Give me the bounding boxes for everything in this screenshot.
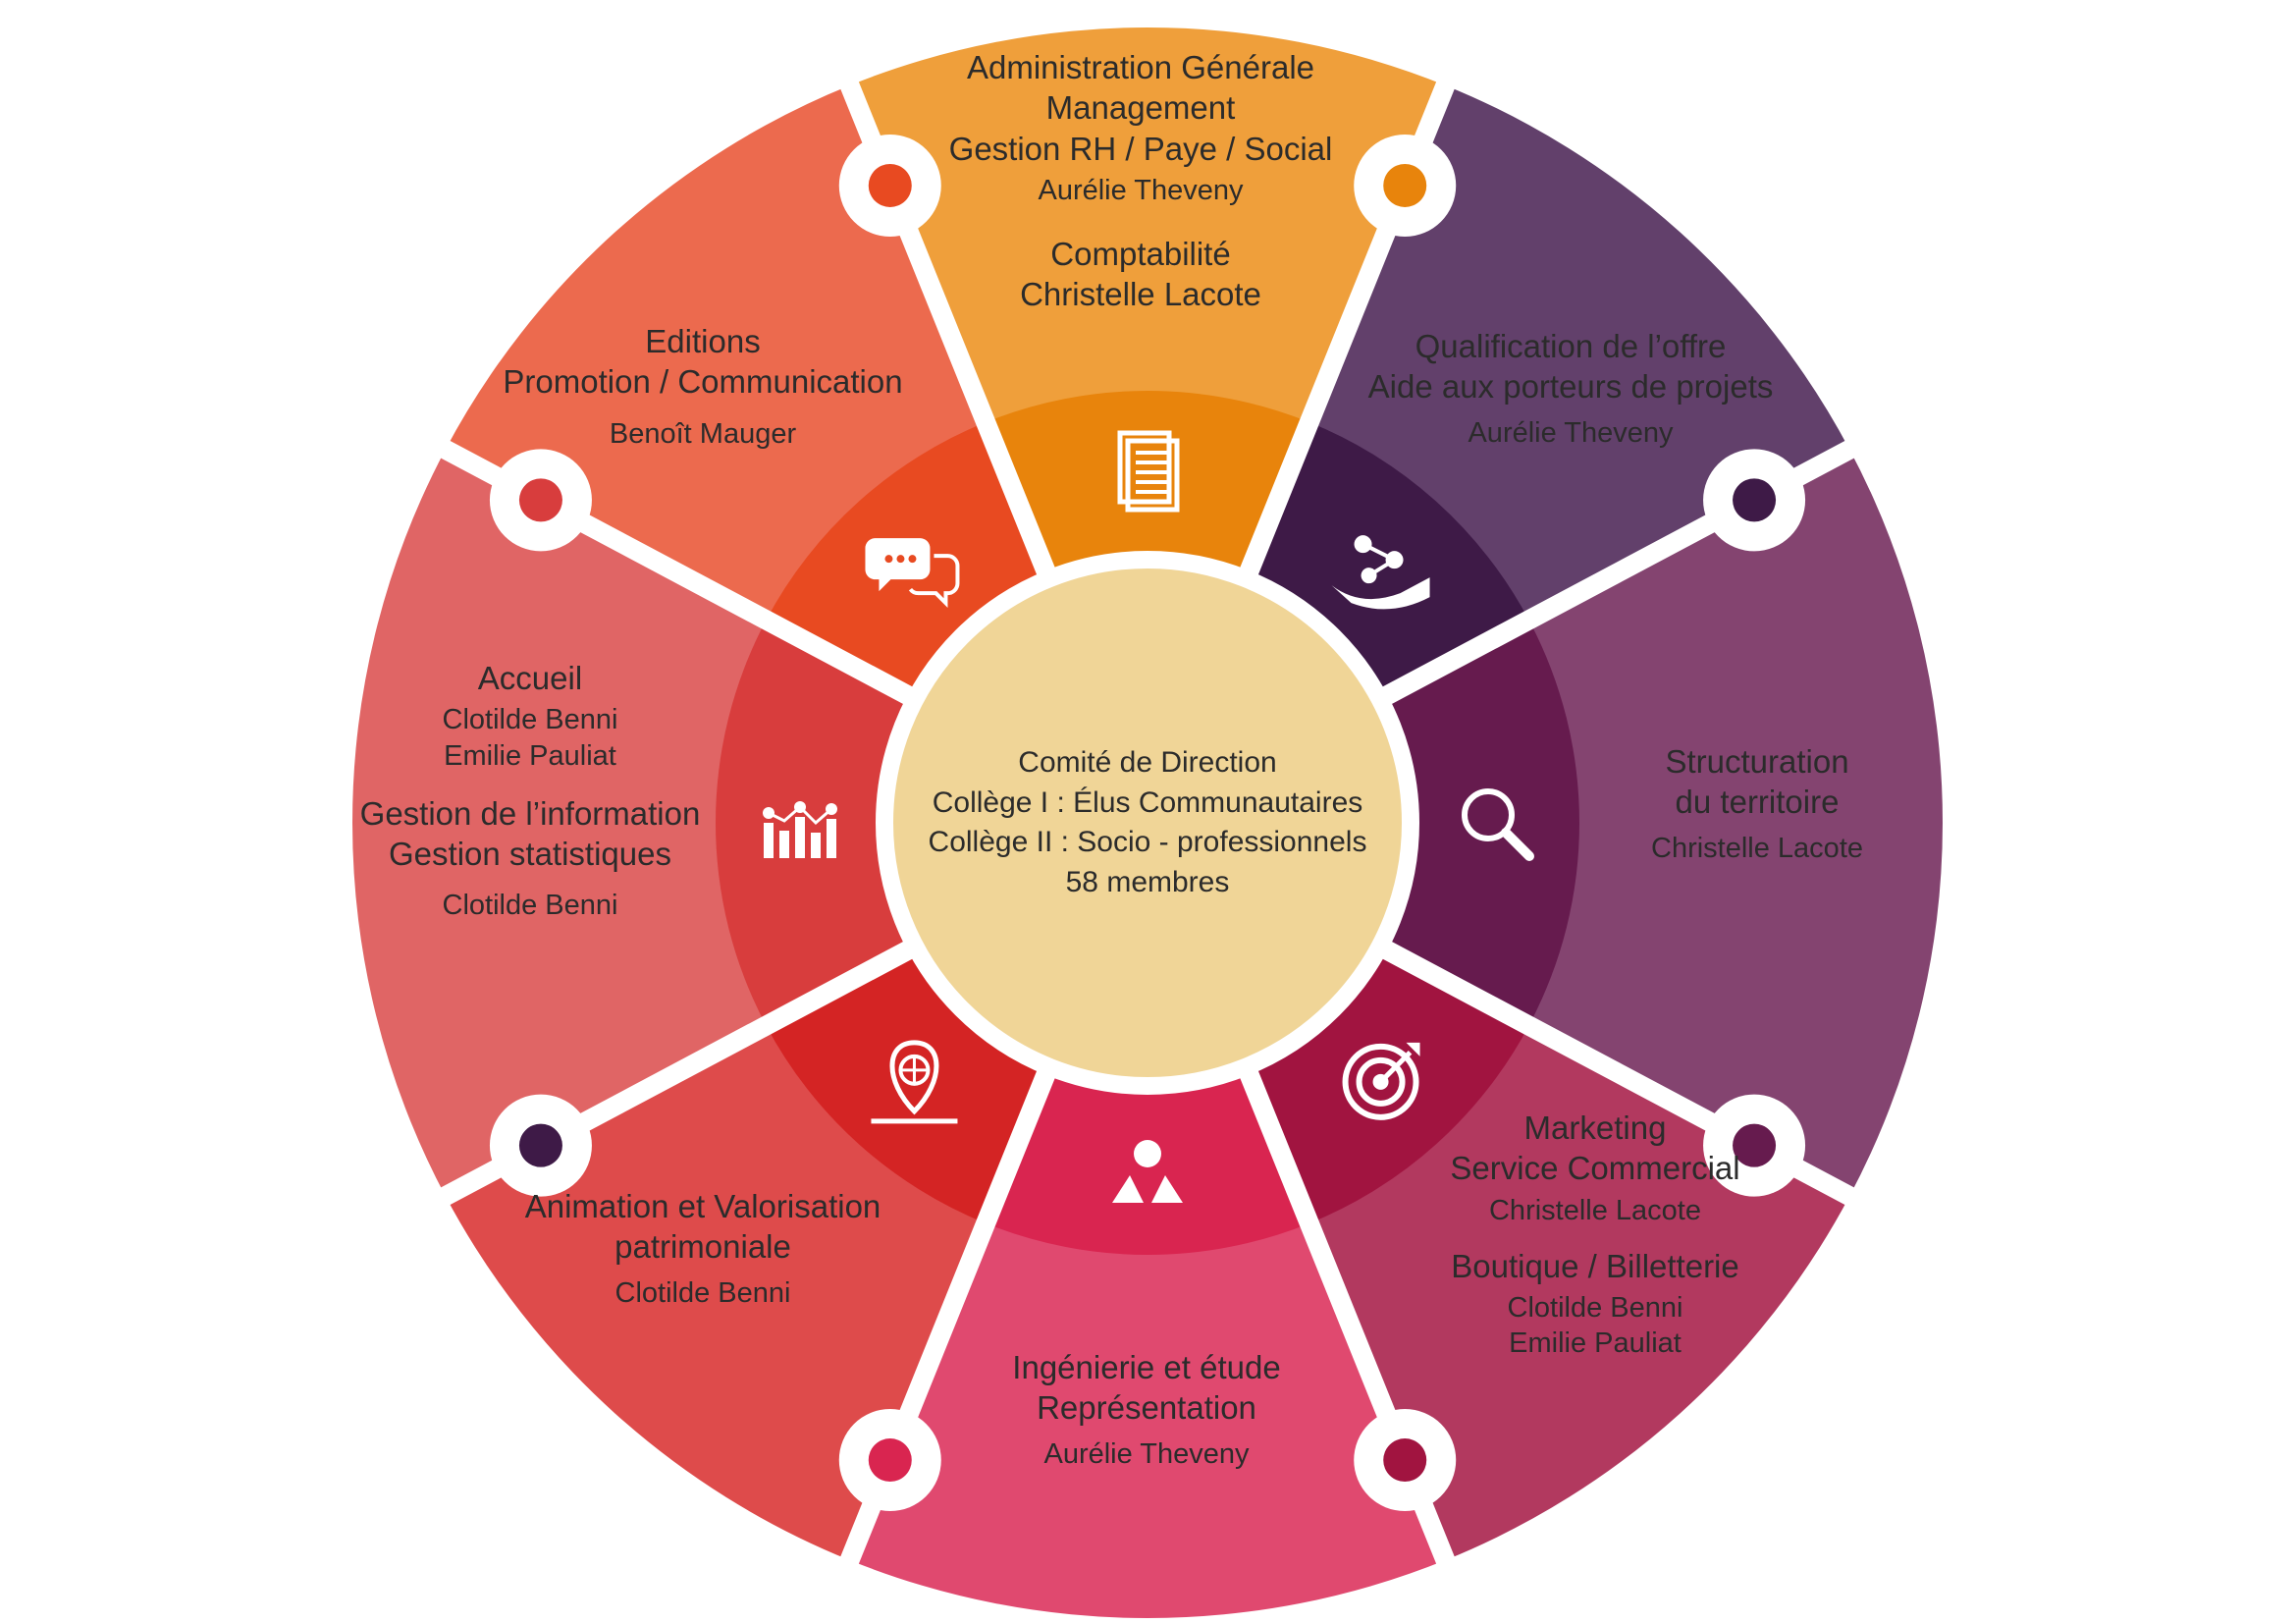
segment-person: Emilie Pauliat [444, 739, 616, 772]
segment-person: Clotilde Benni [1507, 1292, 1683, 1324]
segment-title: Structuration [1665, 743, 1849, 780]
segment-title: Animation et Valorisation [524, 1188, 881, 1224]
segment-person: Benoît Mauger [609, 417, 797, 450]
connector-dot [868, 1438, 912, 1483]
segment-person: Aurélie Theveny [1468, 416, 1674, 449]
segment-lower-left-label: Animation et Valorisation patrimoniale C… [525, 1186, 881, 1311]
center-label: Comité de Direction Collège I : Élus Com… [929, 743, 1367, 902]
hand-network-icon [1331, 535, 1430, 610]
segment-bottom-label: Ingénierie et étude Représentation Aurél… [1012, 1347, 1280, 1472]
segment-title: Promotion / Communication [503, 363, 903, 401]
connector-dot [1733, 1123, 1777, 1167]
segment-person: Christelle Lacote [1651, 832, 1863, 864]
connector-dot [868, 163, 912, 207]
segment-title: Gestion statistiques [389, 836, 671, 872]
segment-lower-right-label: Marketing Service Commercial Christelle … [1450, 1108, 1739, 1362]
segment-title: Aide aux porteurs de projets [1367, 368, 1774, 406]
globe-pin-icon [871, 1040, 958, 1124]
segment-person: Clotilde Benni [442, 704, 618, 736]
segment-upper-left-label: Editions Promotion / Communication Benoî… [503, 321, 902, 452]
segment-title: Représentation [1037, 1389, 1256, 1427]
document-icon [1117, 430, 1180, 513]
segment-person: Aurélie Theveny [1038, 174, 1244, 206]
segment-title: Gestion de l’information [359, 794, 701, 832]
target-icon [1342, 1042, 1420, 1120]
segment-title: Qualification de l’offre [1415, 328, 1727, 364]
segment-title: Accueil [477, 660, 583, 696]
segment-person: Aurélie Theveny [1043, 1437, 1250, 1470]
connector-dot [1383, 1438, 1427, 1483]
segment-title: Boutique / Billetterie [1451, 1247, 1739, 1284]
segment-person: Clotilde Benni [442, 890, 618, 922]
segment-person: Christelle Lacote [1488, 1194, 1701, 1226]
segment-right-label: Structuration du territoire Christelle L… [1651, 741, 1863, 866]
segment-left-label: Accueil Clotilde Benni Emilie Pauliat Ge… [360, 658, 701, 924]
people-icon [1112, 1140, 1183, 1203]
connector-dot [1383, 163, 1427, 207]
segment-lower-left-inner-ring [766, 946, 1049, 1223]
bar-chart-icon [763, 801, 837, 858]
segment-title: du territoire [1675, 784, 1840, 821]
segment-title: Management [1045, 89, 1236, 127]
segment-upper-right-label: Qualification de l’offre Aide aux porteu… [1368, 326, 1774, 451]
segment-right-inner-ring [1379, 620, 1579, 1026]
segment-person: Emilie Pauliat [1509, 1327, 1682, 1360]
connector-dot [518, 1123, 562, 1167]
center-members: 58 membres [1065, 865, 1230, 898]
center-college-1: Collège I : Élus Communautaires [932, 785, 1363, 819]
segment-person: Christelle Lacote [1020, 276, 1261, 313]
segment-person: Clotilde Benni [614, 1276, 791, 1309]
segment-title: Editions [645, 323, 761, 359]
center-college-2: Collège II : Socio - professionnels [928, 826, 1367, 858]
center-circle [884, 560, 1411, 1086]
connector-dot [1733, 478, 1777, 522]
segment-title: Marketing [1523, 1110, 1667, 1146]
magnifier-icon [1462, 788, 1534, 861]
segment-title: patrimoniale [614, 1228, 791, 1266]
segment-title: Service Commercial [1450, 1150, 1740, 1187]
segment-title: Gestion RH / Paye / Social [948, 130, 1333, 167]
segment-title: Comptabilité [1050, 236, 1231, 272]
segment-top-inner-ring [986, 391, 1309, 579]
connector-dot [518, 478, 562, 522]
segment-top-label: Administration Générale Management Gesti… [949, 47, 1333, 315]
segment-title: Administration Générale [966, 49, 1315, 85]
chat-bubbles-icon [865, 538, 960, 609]
segment-title: Ingénierie et étude [1012, 1349, 1281, 1385]
center-title: Comité de Direction [1018, 746, 1277, 779]
